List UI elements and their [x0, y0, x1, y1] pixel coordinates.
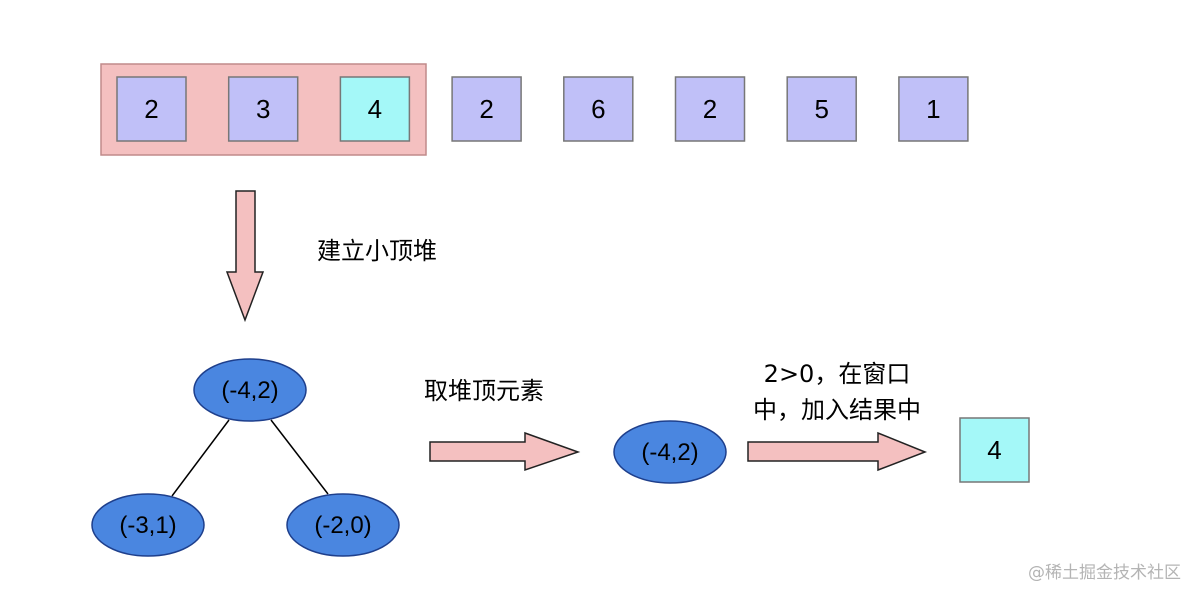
heap-node-left-label: (-3,1)	[119, 512, 176, 539]
right-arrow-2	[747, 431, 928, 472]
result-cell-value: 4	[987, 435, 1001, 465]
array-cell-value: 6	[591, 94, 605, 124]
result-cell	[959, 417, 1030, 483]
array-cell	[451, 76, 522, 142]
array-cell-value: 1	[926, 94, 940, 124]
watermark: @稀土掘金技术社区	[1028, 563, 1181, 583]
array-cell	[116, 76, 187, 142]
heap-edge-right	[270, 419, 329, 495]
array-cell	[898, 76, 969, 142]
heap-node-root-label: (-4,2)	[221, 377, 278, 404]
heap-edge-left	[171, 419, 230, 497]
array-cell-value: 3	[256, 94, 270, 124]
popped-node-label: (-4,2)	[641, 439, 698, 466]
right-arrow-1	[429, 431, 581, 472]
array-cell-value: 5	[814, 94, 828, 124]
popped-node	[613, 420, 727, 484]
condition-label-line2: 中，加入结果中	[753, 396, 921, 424]
array-cell	[227, 76, 299, 142]
array-cell	[563, 76, 634, 142]
heap-node-root	[193, 358, 307, 422]
heap-node-left	[91, 493, 205, 557]
array-cell	[339, 76, 411, 142]
take-top-label: 取堆顶元素	[424, 377, 544, 405]
array-cell-value: 2	[144, 94, 158, 124]
array-cell-value: 2	[703, 94, 717, 124]
heap-node-right	[286, 493, 400, 557]
array-cell	[674, 76, 746, 142]
array-cell-value: 2	[479, 94, 493, 124]
array-cell-value: 4	[368, 94, 382, 124]
build-heap-label: 建立小顶堆	[317, 237, 437, 265]
array-cell	[786, 76, 857, 142]
down-arrow	[225, 190, 265, 323]
condition-label-line1: 2>0，在窗口	[764, 360, 911, 388]
heap-node-right-label: (-2,0)	[314, 512, 371, 539]
array-cells: 2 3 4 2 6 2 5 1	[116, 76, 969, 142]
